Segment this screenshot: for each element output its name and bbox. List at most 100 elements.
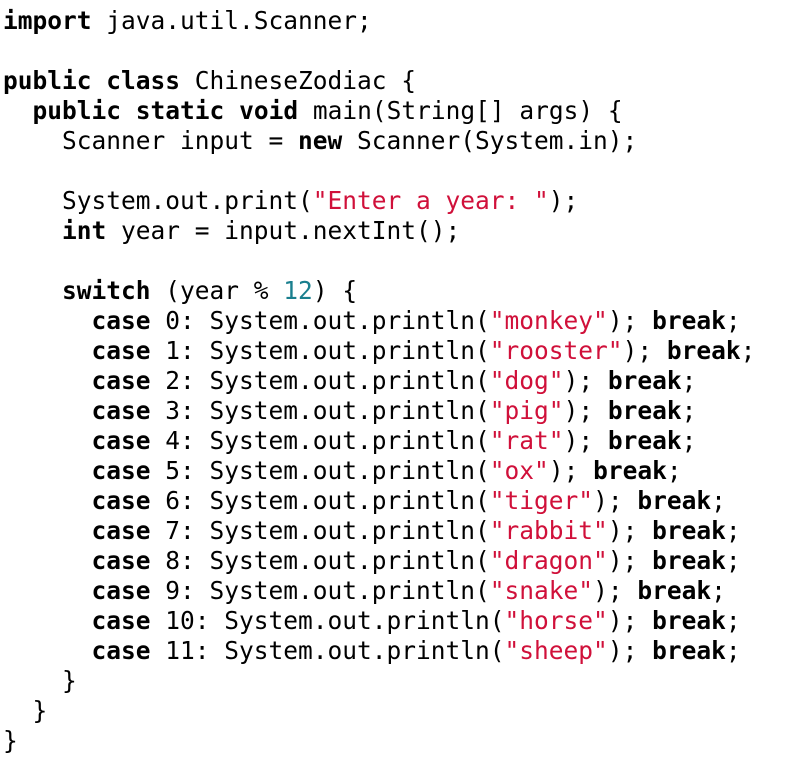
code-text [224, 96, 239, 125]
string-literal: "ox" [489, 456, 549, 485]
code-line [3, 36, 755, 66]
keyword-token: break [637, 576, 712, 605]
keyword-token: case [91, 516, 151, 545]
code-text: ; [725, 636, 741, 665]
string-literal: "horse" [504, 606, 608, 635]
code-text [3, 336, 92, 365]
keyword-token: break [607, 366, 682, 395]
code-text: 1: System.out.println( [150, 336, 490, 365]
code-listing: import java.util.Scanner;public class Ch… [3, 6, 755, 756]
keyword-token: public [3, 66, 92, 95]
code-text: 10: System.out.println( [150, 606, 505, 635]
code-text [3, 426, 92, 455]
code-line: case 5: System.out.println("ox"); break; [3, 456, 755, 486]
string-literal: "dragon" [489, 546, 608, 575]
code-text [3, 636, 92, 665]
code-text: } [3, 726, 18, 755]
keyword-token: public [32, 96, 122, 125]
code-text [3, 546, 92, 575]
string-literal: "rat" [489, 426, 564, 455]
string-literal: "tiger" [489, 486, 594, 515]
code-line: case 7: System.out.println("rabbit"); br… [3, 516, 755, 546]
keyword-token: case [91, 636, 151, 665]
code-text: 0: System.out.println( [150, 306, 490, 335]
keyword-token: case [91, 546, 151, 575]
keyword-token: break [637, 486, 712, 515]
code-text [3, 396, 92, 425]
code-text: 11: System.out.println( [150, 636, 505, 665]
keyword-token: import [3, 6, 92, 35]
code-line: case 4: System.out.println("rat"); break… [3, 426, 755, 456]
code-text: ); [563, 396, 608, 425]
string-literal: "Enter a year: " [312, 186, 549, 215]
keyword-token: case [91, 576, 151, 605]
code-text: 6: System.out.println( [150, 486, 490, 515]
code-text [121, 96, 136, 125]
code-line: case 11: System.out.println("sheep"); br… [3, 636, 755, 666]
code-line: case 0: System.out.println("monkey"); br… [3, 306, 755, 336]
code-text: java.util.Scanner; [91, 6, 372, 35]
code-text: ); [563, 366, 608, 395]
code-text: ); [607, 516, 653, 545]
code-text [92, 66, 107, 95]
code-text: ); [593, 486, 638, 515]
code-text: 2: System.out.println( [150, 366, 490, 395]
code-text [3, 276, 62, 305]
keyword-token: break [652, 306, 726, 335]
keyword-token: break [607, 426, 682, 455]
code-line: case 9: System.out.println("snake"); bre… [3, 576, 755, 606]
code-text: ; [740, 336, 756, 365]
code-text: ; [725, 546, 741, 575]
code-line: int year = input.nextInt(); [3, 216, 755, 246]
number-literal: 12 [283, 276, 313, 305]
code-text [3, 216, 62, 245]
code-text: 4: System.out.println( [150, 426, 490, 455]
string-literal: "rooster" [489, 336, 623, 365]
code-text: ); [607, 306, 653, 335]
keyword-token: break [652, 546, 726, 575]
code-text: ); [622, 336, 667, 365]
code-text: Scanner input = [3, 126, 299, 155]
string-literal: "sheep" [504, 636, 608, 665]
keyword-token: case [91, 456, 151, 485]
code-text: 3: System.out.println( [150, 396, 490, 425]
code-text: System.out.print( [3, 186, 313, 215]
code-text: year = input.nextInt(); [106, 216, 461, 245]
code-text: ); [563, 426, 608, 455]
code-text: ; [711, 576, 726, 605]
code-text: 8: System.out.println( [150, 546, 490, 575]
string-literal: "rabbit" [489, 516, 608, 545]
keyword-token: case [91, 486, 151, 515]
code-text: 7: System.out.println( [150, 516, 490, 545]
code-line: public static void main(String[] args) { [3, 96, 755, 126]
keyword-token: switch [62, 276, 151, 305]
code-text [3, 516, 92, 545]
code-text: ; [725, 306, 741, 335]
keyword-token: static [135, 96, 225, 125]
string-literal: "dog" [489, 366, 564, 395]
keyword-token: break [666, 336, 741, 365]
code-line: switch (year % 12) { [3, 276, 755, 306]
code-text [3, 606, 92, 635]
code-text: main(String[] args) { [298, 96, 623, 125]
code-text: ; [681, 426, 697, 455]
code-text: 9: System.out.println( [150, 576, 490, 605]
code-text: ; [725, 606, 741, 635]
code-text: ); [607, 546, 653, 575]
code-line: } [3, 666, 755, 696]
keyword-token: case [91, 396, 151, 425]
code-line: case 1: System.out.println("rooster"); b… [3, 336, 756, 366]
keyword-token: case [91, 426, 151, 455]
code-text: 5: System.out.println( [150, 456, 490, 485]
code-text: ChineseZodiac { [180, 66, 417, 95]
code-line [3, 156, 755, 186]
code-text [3, 96, 33, 125]
code-line: import java.util.Scanner; [3, 6, 755, 36]
code-text: ; [681, 396, 697, 425]
string-literal: "monkey" [489, 306, 608, 335]
code-line: case 10: System.out.println("horse"); br… [3, 606, 755, 636]
code-text: } [3, 666, 77, 695]
keyword-token: int [62, 216, 107, 245]
code-text [3, 486, 92, 515]
keyword-token: case [91, 366, 151, 395]
